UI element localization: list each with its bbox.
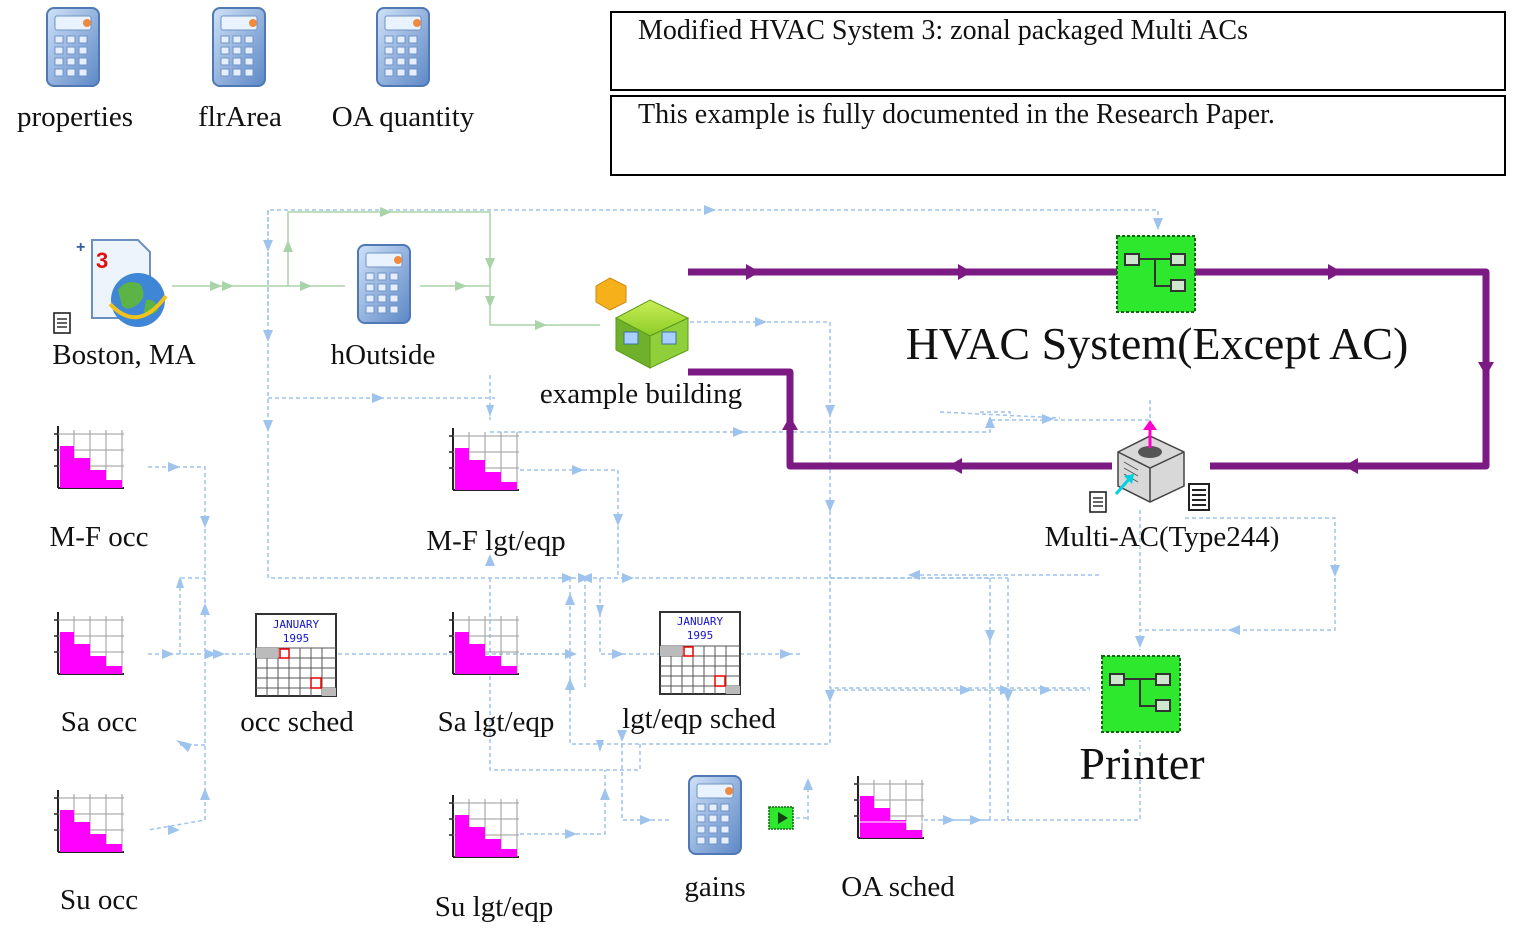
label-oa-quantity: OA quantity (331, 101, 475, 133)
calendar-month-lgt: JANUARY (677, 615, 724, 628)
label-lgt-sched: lgt/eqp sched (622, 703, 776, 735)
calendar-icon-lgt-sched[interactable]: JANUARY 1995 (659, 611, 741, 695)
label-su-lgt: Su lgt/eqp (434, 891, 554, 923)
label-flrarea: flrArea (198, 101, 282, 133)
calculator-icon-oa-quantity[interactable] (376, 7, 430, 87)
calculator-icon-properties[interactable] (46, 7, 100, 87)
histogram-icon-oa-sched[interactable] (853, 775, 925, 839)
title-note-text: Modified HVAC System 3: zonal packaged M… (638, 15, 1248, 46)
histogram-icon-mf-lgt[interactable] (448, 427, 520, 491)
calculator-icon-houtside[interactable] (357, 244, 411, 324)
histogram-icon-sa-lgt[interactable] (448, 611, 520, 675)
building-icon[interactable] (595, 277, 690, 369)
equation-block-icon[interactable] (768, 806, 794, 830)
title-note-box[interactable]: Modified HVAC System 3: zonal packaged M… (610, 11, 1506, 91)
label-sa-lgt: Sa lgt/eqp (437, 706, 555, 738)
label-properties: properties (17, 101, 133, 133)
calendar-month-occ: JANUARY (273, 618, 320, 631)
printer-macro-icon[interactable] (1101, 655, 1181, 733)
label-su-occ: Su occ (59, 884, 139, 916)
weather-document-icon (53, 312, 71, 334)
histogram-icon-sa-occ[interactable] (53, 611, 125, 675)
svg-text:+: + (76, 239, 85, 256)
info-note-text: This example is fully documented in the … (638, 99, 1275, 130)
histogram-icon-mf-occ[interactable] (53, 425, 125, 489)
histogram-icon-su-occ[interactable] (53, 789, 125, 853)
multi-ac-icon[interactable] (1114, 420, 1185, 503)
label-sa-occ: Sa occ (60, 706, 138, 738)
multi-ac-input-document-icon (1089, 491, 1107, 513)
label-building: example building (539, 378, 743, 410)
calendar-year-lgt: 1995 (687, 629, 714, 642)
label-multi-ac: Multi-AC(Type244) (1044, 521, 1280, 553)
label-printer: Printer (1079, 738, 1205, 789)
calendar-icon-occ-sched[interactable]: JANUARY 1995 (255, 613, 337, 697)
weather-link-arrows (210, 207, 547, 330)
info-link-arrows (162, 205, 1340, 839)
label-mf-occ: M-F occ (49, 521, 149, 553)
label-oa-sched: OA sched (841, 871, 955, 903)
info-links (147, 209, 1336, 835)
hvac-system-macro-icon[interactable] (1116, 235, 1196, 313)
multi-ac-output-document-icon (1188, 483, 1210, 511)
info-note-box[interactable]: This example is fully documented in the … (610, 95, 1506, 176)
weather-globe-icon[interactable]: 3 + (76, 239, 168, 327)
label-mf-lgt: M-F lgt/eqp (426, 525, 566, 557)
calculator-icon-flrarea[interactable] (212, 7, 266, 87)
calculator-icon-gains[interactable] (688, 775, 742, 855)
hvac-loop-arrows (746, 264, 1494, 474)
weather-badge: 3 (96, 248, 108, 273)
label-weather: Boston, MA (52, 339, 196, 371)
label-houtside: hOutside (330, 339, 436, 371)
label-hvac-system: HVAC System(Except AC) (905, 318, 1409, 369)
calendar-year-occ: 1995 (283, 632, 310, 645)
label-gains: gains (684, 871, 746, 903)
histogram-icon-su-lgt[interactable] (448, 794, 520, 858)
label-occ-sched: occ sched (240, 706, 354, 738)
